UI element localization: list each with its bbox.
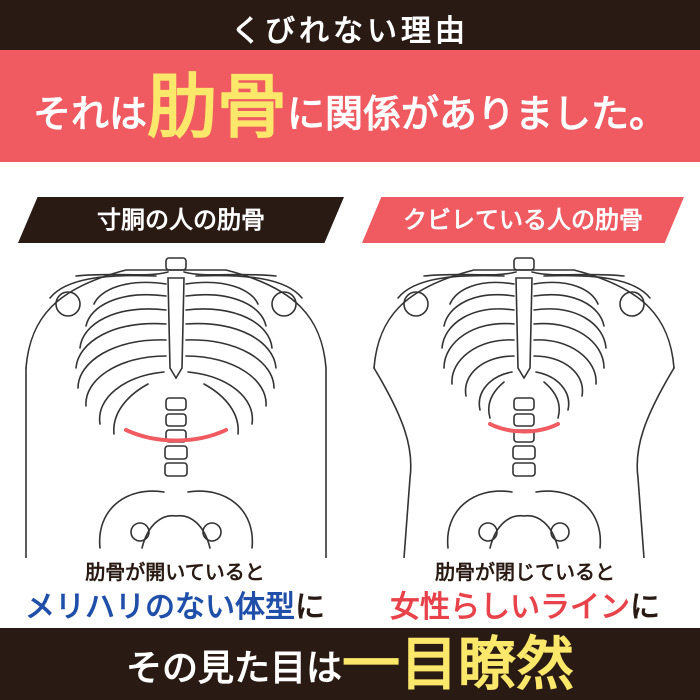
caption-closed-line2: 女性らしいラインに bbox=[350, 582, 700, 626]
caption-open-line2: メリハリのない体型に bbox=[0, 582, 350, 626]
skeleton-illustration-closed bbox=[373, 257, 675, 558]
headline-after: に関係がありました。 bbox=[287, 92, 668, 136]
headline-before: それは bbox=[32, 92, 147, 136]
caption-open-line1: 肋骨が開いていると bbox=[85, 560, 265, 584]
caption-open-suffix: に bbox=[295, 590, 325, 625]
panel-label-wide-waist: 寸胴の人の肋骨 bbox=[18, 197, 344, 243]
header-title: くびれない理由 bbox=[231, 14, 469, 49]
headline: それは肋骨に関係がありました。 bbox=[0, 62, 700, 159]
headline-band: それは肋骨に関係がありました。 bbox=[0, 50, 700, 162]
footer-text: その見た目は一目瞭然 bbox=[0, 628, 700, 700]
headline-emphasis: 肋骨 bbox=[147, 66, 287, 148]
panel-label-curvy-waist: クビレている人の肋骨 bbox=[362, 197, 684, 243]
skeleton-illustration-open bbox=[25, 257, 327, 558]
footer-emphasis: 一目瞭然 bbox=[342, 630, 575, 698]
caption-closed-suffix: に bbox=[630, 590, 660, 625]
header-band: くびれない理由 bbox=[0, 0, 700, 54]
footer-before: その見た目は bbox=[125, 648, 342, 689]
caption-closed-line1: 肋骨が閉じていると bbox=[435, 560, 615, 584]
footer-band: その見た目は一目瞭然 bbox=[0, 628, 700, 700]
caption-open-colored: メリハリのない体型 bbox=[25, 590, 295, 625]
caption-closed-colored: 女性らしいライン bbox=[390, 590, 630, 625]
